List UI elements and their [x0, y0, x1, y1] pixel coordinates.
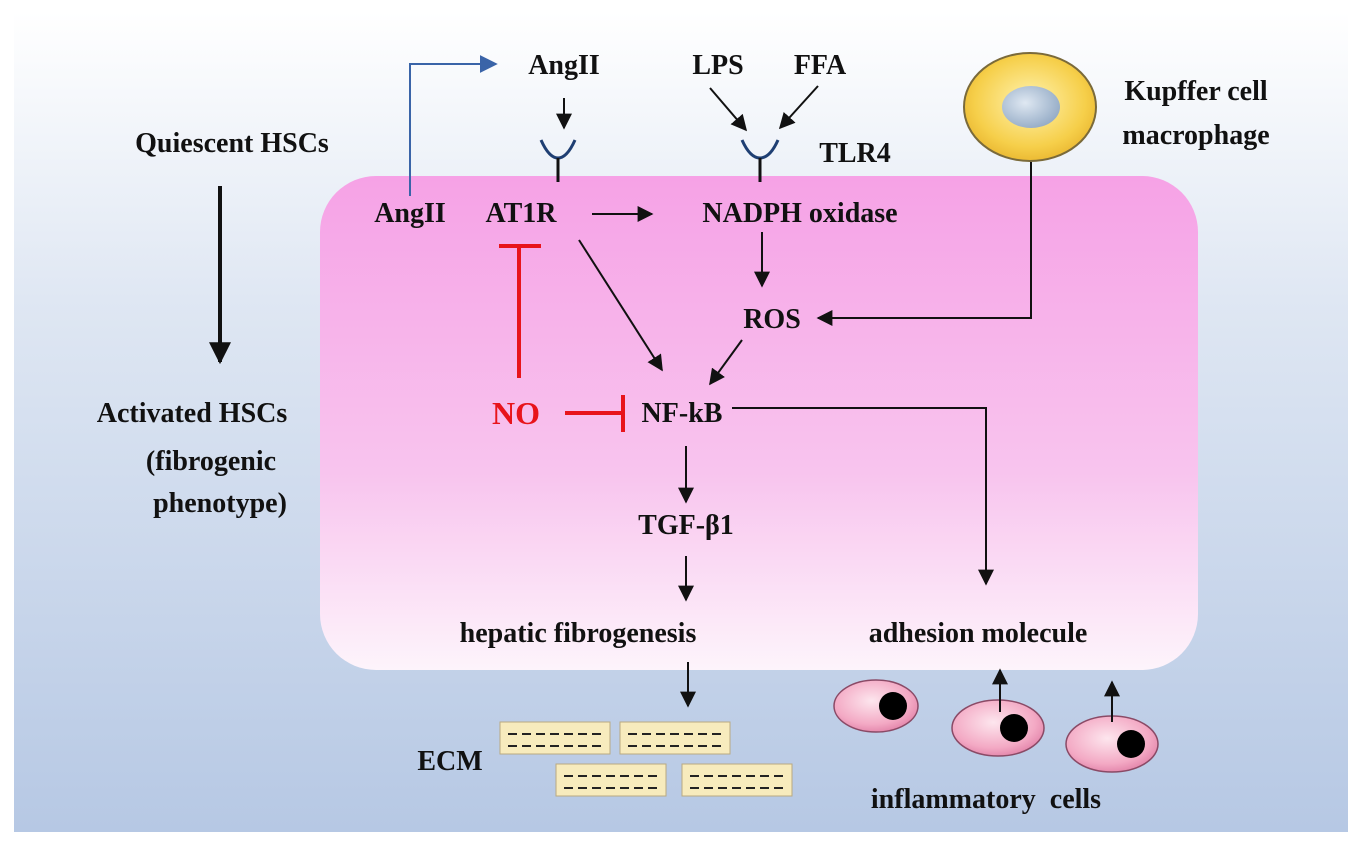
kupffer-to-ros-arrow	[816, 162, 1032, 326]
angii-cell-label: AngII	[374, 198, 446, 229]
kupffer-nucleus-icon	[1002, 86, 1060, 128]
ros-label: ROS	[743, 304, 801, 335]
at1r-label: AT1R	[485, 198, 557, 229]
adhesion-molecule-label: adhesion molecule	[869, 618, 1088, 649]
ffa-to-tlr4-arrow	[778, 85, 819, 130]
lps-to-tlr4-arrow	[709, 87, 748, 132]
angii-secretion-arrow	[409, 55, 498, 196]
activated-hscs-label: Activated HSCs	[97, 398, 288, 429]
tlr4-label: TLR4	[819, 138, 891, 169]
no-label: NO	[492, 395, 540, 431]
nadph-oxidase-label: NADPH oxidase	[702, 198, 897, 229]
ecm-fibers	[499, 721, 793, 797]
tgf-beta1-label: TGF-β1	[638, 510, 734, 541]
inflammatory-cell-2-icon	[951, 699, 1045, 757]
ffa-label: FFA	[794, 50, 847, 81]
quiescent-hscs-label: Quiescent HSCs	[135, 128, 329, 159]
hepatic-fibrogenesis-label: hepatic fibrogenesis	[460, 618, 697, 649]
angii-ligand-label: AngII	[528, 50, 600, 81]
kupffer-macrophage-label: macrophage	[1122, 120, 1269, 151]
nfkb-label: NF-kB	[642, 398, 723, 429]
lps-label: LPS	[692, 50, 743, 81]
inflammatory-cell-3-icon	[1065, 715, 1159, 773]
hsc-cell-box	[320, 176, 1198, 670]
activated-hscs-label-line2: (fibrogenic	[146, 446, 276, 477]
at1r-to-nfkb-arrow	[578, 239, 663, 372]
ecm-label: ECM	[417, 746, 482, 777]
inflammatory-cell-1-icon	[833, 679, 919, 733]
nfkb-to-adhesion-arrow	[732, 407, 994, 586]
activated-hscs-label-line3: phenotype)	[153, 488, 287, 519]
inflammatory-cells-label: inflammatory cells	[871, 784, 1101, 815]
kupffer-cell-label: Kupffer cell	[1124, 76, 1268, 107]
ros-to-nfkb-arrow	[709, 339, 743, 386]
